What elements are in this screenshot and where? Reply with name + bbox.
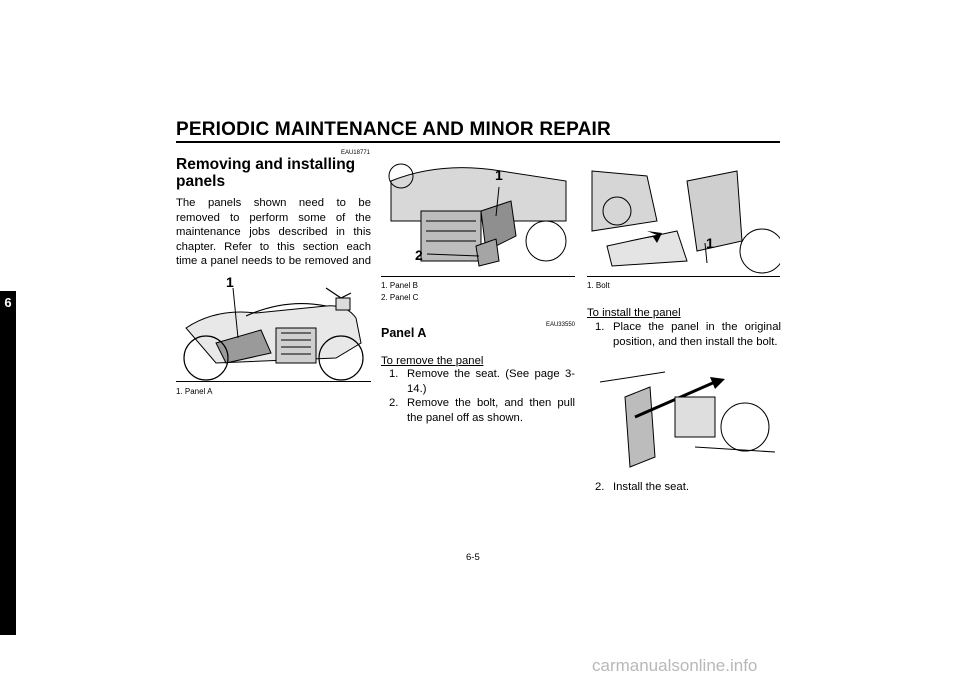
fig2-caption-2: 2. Panel C (381, 293, 419, 302)
remove-step: 2. Remove the bolt, and then pull the pa… (389, 396, 575, 425)
bolt-location-illustration (591, 170, 780, 274)
fig2-callout-2: 2 (415, 247, 423, 263)
section-title-line2: panels (176, 173, 226, 190)
install-step: 2. Install the seat. (595, 480, 781, 495)
figure-panel-a: 1 (176, 268, 371, 382)
chapter-tab: 6 (0, 291, 16, 635)
remove-heading: To remove the panel (381, 355, 484, 367)
fig2-callout-1: 1 (495, 167, 503, 183)
page-header-title: PERIODIC MAINTENANCE AND MINOR REPAIR (176, 119, 611, 140)
step-number: 2. (595, 481, 605, 493)
fig3-callout-1: 1 (706, 235, 714, 251)
figure-bolt: 1 (587, 151, 780, 277)
panel-a-code: EAU33550 (545, 322, 575, 328)
remove-step: 1. Remove the seat. (See page 3-14.) (389, 367, 575, 396)
panel-a-title: Panel A (381, 326, 427, 340)
watermark: carmanualsonline.info (592, 656, 758, 675)
step-text: Remove the bolt, and then pull the panel… (407, 397, 575, 424)
motorcycle-panel-a-illustration (183, 287, 364, 381)
fig2-caption-1: 1. Panel B (381, 281, 418, 290)
install-panel-illustration (599, 371, 776, 468)
section-title: Removing and installing panels (176, 156, 376, 190)
page-number: 6-5 (466, 552, 480, 563)
fig3-caption: 1. Bolt (587, 281, 610, 290)
install-step: 1. Place the panel in the original posit… (595, 320, 781, 349)
fig1-caption: 1. Panel A (176, 387, 213, 396)
step-number: 1. (595, 321, 605, 333)
section-code: EAU18771 (340, 150, 370, 156)
section-title-line1: Removing and installing (176, 156, 356, 173)
motorcycle-panel-bc-illustration (388, 163, 567, 267)
step-text: Remove the seat. (See page 3-14.) (407, 368, 575, 395)
step-text: Place the panel in the original position… (613, 321, 781, 348)
step-text: Install the seat. (613, 481, 689, 493)
step-number: 2. (389, 397, 399, 409)
fig1-callout-1: 1 (226, 274, 234, 290)
figure-panel-bc: 1 2 (381, 151, 575, 277)
figure-install (595, 357, 780, 472)
header-rule (176, 141, 780, 143)
install-heading: To install the panel (587, 307, 681, 319)
step-number: 1. (389, 368, 399, 380)
